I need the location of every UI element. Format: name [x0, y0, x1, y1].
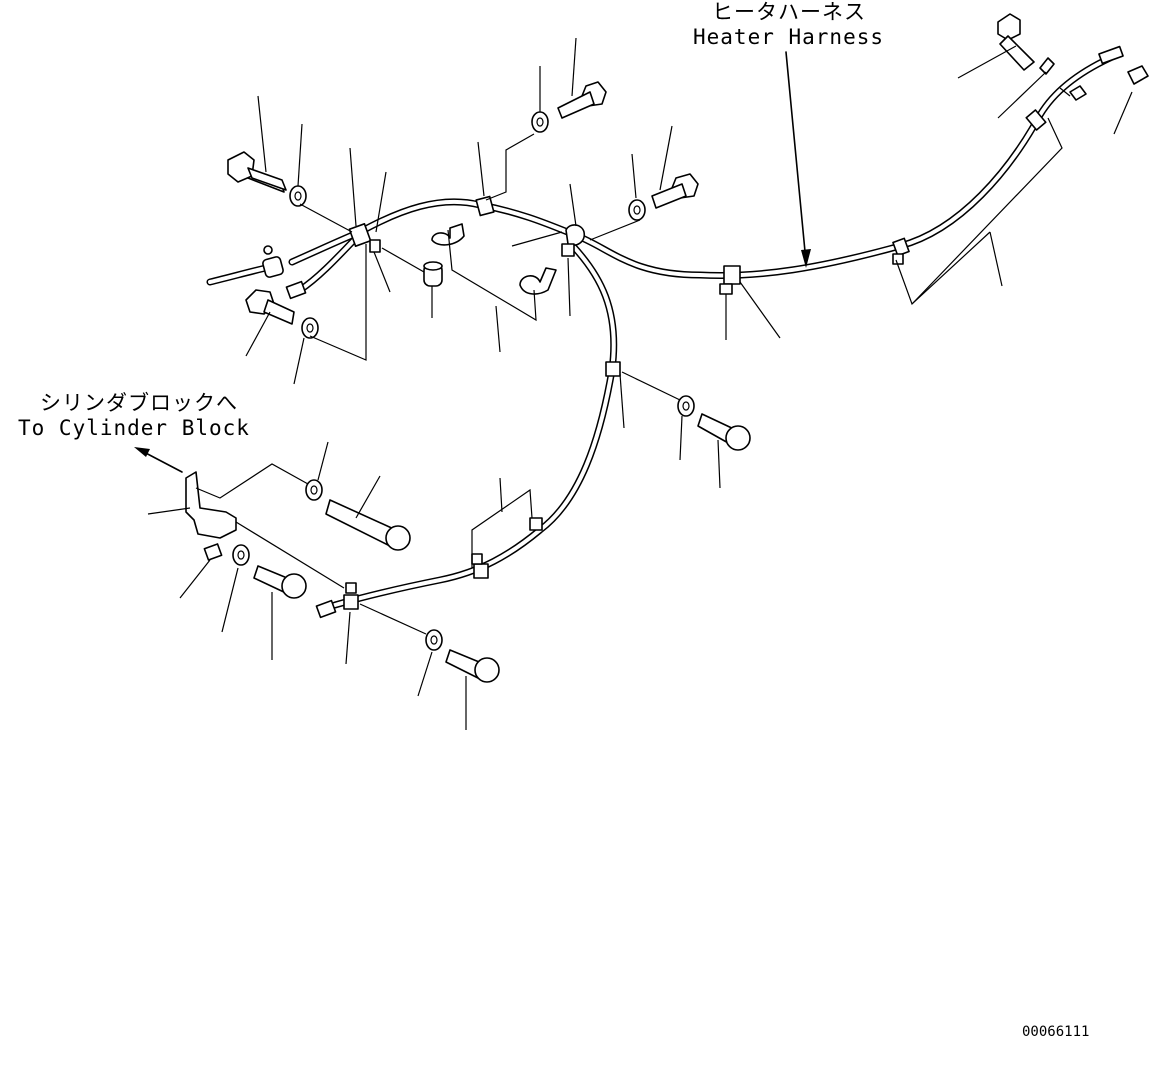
- cylinder-block-label-jp: シリンダブロックへ: [40, 391, 238, 415]
- harness-wires: [206, 54, 1114, 609]
- cylinder-block-label-en: To Cylinder Block: [18, 416, 250, 440]
- leader-lines: [134, 37, 1133, 730]
- hex-bolt-icon: [227, 13, 1035, 683]
- spacer-icon: [423, 261, 443, 287]
- drawing-number: 00066111: [1022, 1024, 1089, 1040]
- washer-icon: [232, 57, 1055, 651]
- connectors: [262, 45, 1124, 619]
- heater-harness-label-jp: ヒータハーネス: [712, 0, 866, 24]
- bracket-icon: [185, 223, 557, 561]
- heater-harness-label-en: Heater Harness: [693, 25, 884, 49]
- harness-clamp-icon: [343, 65, 1149, 610]
